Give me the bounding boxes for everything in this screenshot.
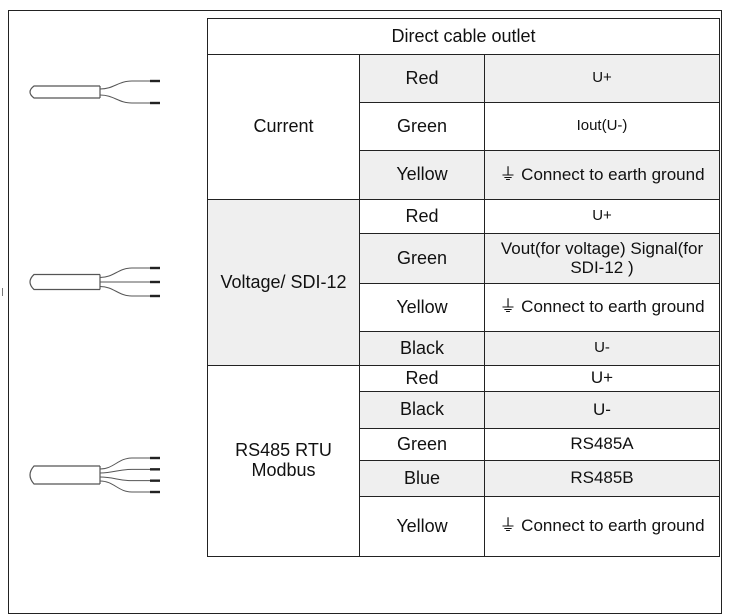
cable-current-illustration xyxy=(29,79,160,105)
cable-wire xyxy=(99,267,150,278)
wire-function: RS485A xyxy=(484,428,720,461)
cable-jacket xyxy=(29,85,100,99)
wire-color: Red xyxy=(359,199,485,234)
wire-color: Yellow xyxy=(359,150,485,200)
cable-jacket xyxy=(29,273,100,291)
cable-wire xyxy=(99,286,150,297)
group-rs485-rtu-modbus: RS485 RTU Modbus xyxy=(207,365,360,557)
wire-function: U+ xyxy=(484,54,720,103)
wire-color: Green xyxy=(359,102,485,151)
wire-function: U+ xyxy=(484,365,720,392)
wire-color: Green xyxy=(359,233,485,284)
wire-color: Green xyxy=(359,428,485,461)
cable-wire xyxy=(99,480,150,493)
group-voltage-sdi12: Voltage/ SDI-12 xyxy=(207,199,360,366)
wire-color: Red xyxy=(359,365,485,392)
wire-color: Yellow xyxy=(359,496,485,557)
cable-rs485-illustration xyxy=(29,456,160,494)
wire-color: Black xyxy=(359,331,485,366)
cable-voltage-sdi12-illustration xyxy=(29,266,160,298)
wire-function: ⏚ Connect to earth ground xyxy=(484,283,720,332)
wire-function: RS485B xyxy=(484,460,720,497)
wire-function: U- xyxy=(484,391,720,429)
table-header: Direct cable outlet xyxy=(207,18,720,55)
wire-function: U- xyxy=(484,331,720,366)
wire-color: Black xyxy=(359,391,485,429)
cable-wire xyxy=(99,457,150,470)
wire-function: U+ xyxy=(484,199,720,234)
cable-jacket xyxy=(29,465,100,485)
cable-wire xyxy=(99,94,150,104)
margin-tick xyxy=(2,288,3,296)
wire-function: ⏚ Connect to earth ground xyxy=(484,150,720,200)
cable-wire xyxy=(99,476,150,482)
cable-wire xyxy=(99,468,150,474)
wire-function: Iout(U-) xyxy=(484,102,720,151)
group-current: Current xyxy=(207,54,360,200)
wire-color: Yellow xyxy=(359,283,485,332)
outer-frame xyxy=(8,10,722,614)
wire-color: Red xyxy=(359,54,485,103)
wiring-table: Direct cable outlet Current Red U+ Green… xyxy=(207,18,720,557)
wire-color: Blue xyxy=(359,460,485,497)
cable-wire xyxy=(99,80,150,90)
wire-function: ⏚ Connect to earth ground xyxy=(484,496,720,557)
wire-function: Vout(for voltage) Signal(for SDI-12 ) xyxy=(484,233,720,284)
